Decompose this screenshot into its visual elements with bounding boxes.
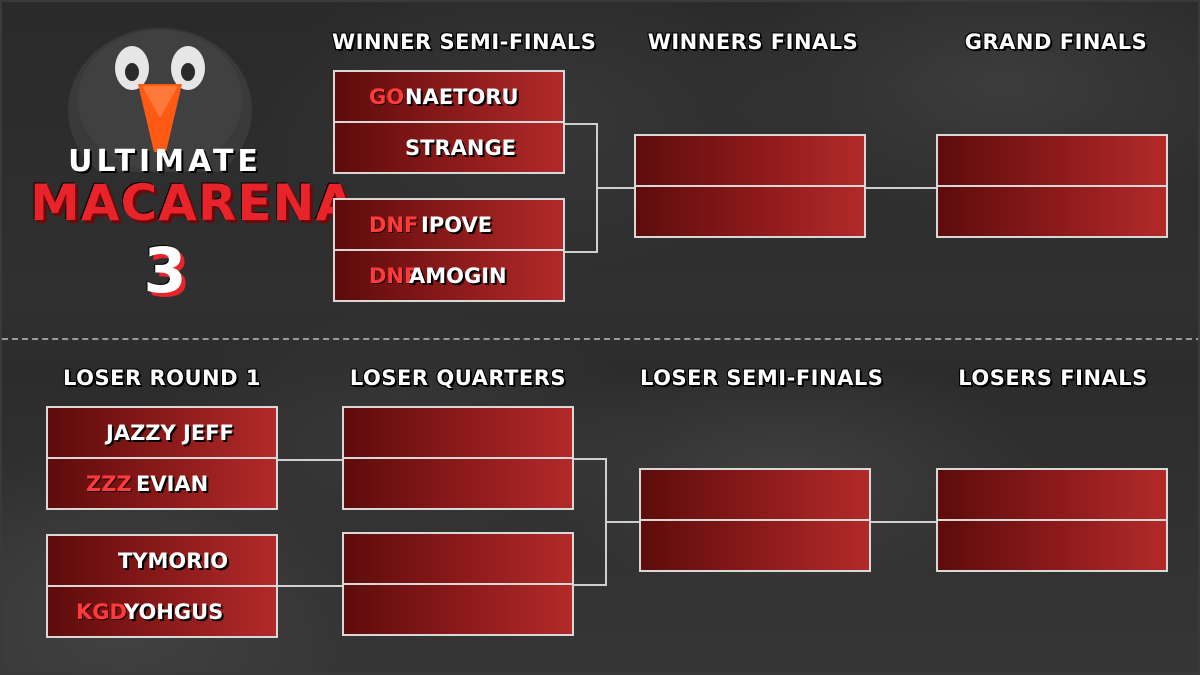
player-slot[interactable]: GO NAETORU — [335, 72, 563, 121]
player-slot[interactable]: KGD YOHGUS — [48, 587, 276, 636]
player-slot[interactable]: STRANGE — [335, 123, 563, 172]
connector-line — [605, 521, 639, 523]
logo-line-ultimate: ULTIMATE — [68, 144, 262, 179]
player-tag: KGD — [76, 599, 127, 624]
player-slot-empty[interactable] — [938, 187, 1166, 236]
match-grand-finals[interactable] — [936, 134, 1168, 238]
connector-line — [574, 458, 606, 460]
player-name: IPOVE — [421, 212, 493, 237]
connector-line — [278, 585, 342, 587]
player-name: AMOGIN — [409, 263, 507, 288]
connector-line — [574, 584, 606, 586]
connector-line — [866, 187, 936, 189]
player-name: YOHGUS — [124, 599, 224, 624]
connector-line — [278, 459, 342, 461]
player-slot-empty[interactable] — [344, 408, 572, 457]
player-slot[interactable]: DNF AMOGIN — [335, 251, 563, 300]
player-slot-empty[interactable] — [344, 459, 572, 508]
header-winner-semis: WINNER SEMI-FINALS — [332, 30, 597, 54]
player-slot-empty[interactable] — [641, 521, 869, 570]
puffin-icon — [68, 28, 252, 172]
match-losers-finals[interactable] — [936, 468, 1168, 572]
match-loser-round1-2[interactable]: TYMORIO KGD YOHGUS — [46, 534, 278, 638]
player-tag: DNF — [369, 263, 419, 288]
player-slot-empty[interactable] — [938, 521, 1166, 570]
connector-line — [565, 251, 597, 253]
header-loser-semis: LOSER SEMI-FINALS — [640, 366, 884, 390]
player-name: NAETORU — [405, 84, 519, 109]
player-name: EVIAN — [136, 471, 209, 496]
header-winners-finals: WINNERS FINALS — [647, 30, 859, 54]
header-grand-finals: GRAND FINALS — [964, 30, 1148, 54]
player-slot[interactable]: JAZZY JEFF — [48, 408, 276, 457]
player-slot-empty[interactable] — [636, 187, 864, 236]
logo-line-number: 3 — [143, 234, 187, 307]
player-slot[interactable]: TYMORIO — [48, 536, 276, 585]
tournament-logo: ULTIMATE MACARENA 3 — [30, 22, 356, 312]
player-name: STRANGE — [405, 135, 517, 160]
match-loser-quarters-2[interactable] — [342, 532, 574, 636]
header-loser-quarters: LOSER QUARTERS — [349, 366, 567, 390]
match-winner-semis-1[interactable]: GO NAETORU STRANGE — [333, 70, 565, 174]
header-loser-round1: LOSER ROUND 1 — [63, 366, 261, 390]
player-slot-empty[interactable] — [344, 534, 572, 583]
player-slot-empty[interactable] — [641, 470, 869, 519]
connector-line — [596, 187, 634, 189]
player-tag: GO — [369, 84, 405, 109]
header-losers-finals: LOSERS FINALS — [958, 366, 1148, 390]
player-slot-empty[interactable] — [938, 136, 1166, 185]
player-name: JAZZY JEFF — [106, 420, 234, 445]
connector-line — [871, 521, 936, 523]
match-winner-semis-2[interactable]: DNF IPOVE DNF AMOGIN — [333, 198, 565, 302]
bracket-divider — [2, 338, 1198, 340]
connector-line — [565, 123, 597, 125]
player-name: TYMORIO — [118, 548, 229, 573]
match-loser-quarters-1[interactable] — [342, 406, 574, 510]
player-slot[interactable]: ZZZ EVIAN — [48, 459, 276, 508]
player-slot-empty[interactable] — [636, 136, 864, 185]
match-loser-semis[interactable] — [639, 468, 871, 572]
player-slot[interactable]: DNF IPOVE — [335, 200, 563, 249]
player-tag: DNF — [369, 212, 419, 237]
player-slot-empty[interactable] — [344, 585, 572, 634]
match-loser-round1-1[interactable]: JAZZY JEFF ZZZ EVIAN — [46, 406, 278, 510]
match-winners-finals[interactable] — [634, 134, 866, 238]
player-tag: ZZZ — [86, 471, 132, 496]
player-slot-empty[interactable] — [938, 470, 1166, 519]
logo-line-macarena: MACARENA — [30, 174, 356, 232]
